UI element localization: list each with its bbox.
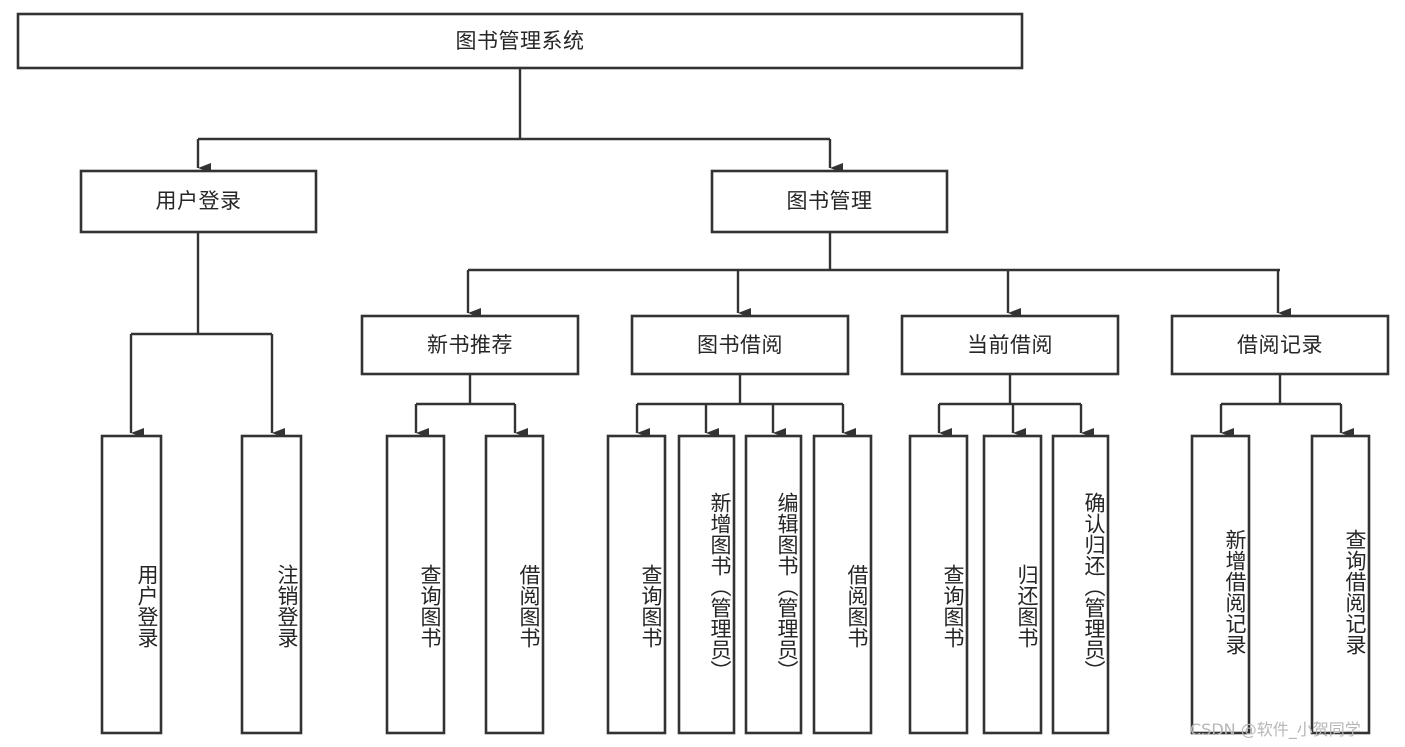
node-box-leaf-add-borrow-record[interactable] bbox=[1190, 434, 1251, 735]
connector-layer bbox=[129, 68, 1354, 438]
node-box-leaf-query-book-3[interactable] bbox=[908, 434, 969, 735]
node-box-book-borrow[interactable] bbox=[630, 314, 850, 376]
node-box-borrow-records[interactable] bbox=[1170, 314, 1390, 376]
node-box-user-login[interactable] bbox=[79, 169, 318, 234]
node-box-layer bbox=[16, 12, 1390, 735]
node-box-leaf-query-book-1[interactable] bbox=[385, 434, 446, 735]
node-box-leaf-query-book-2[interactable] bbox=[606, 434, 667, 735]
node-box-book-management[interactable] bbox=[710, 169, 949, 234]
node-box-leaf-logout-login[interactable] bbox=[240, 434, 303, 735]
node-box-leaf-add-book-admin[interactable] bbox=[677, 434, 736, 735]
node-box-leaf-return-book[interactable] bbox=[982, 434, 1043, 735]
node-box-leaf-borrow-book-1[interactable] bbox=[484, 434, 545, 735]
node-box-current-borrow[interactable] bbox=[900, 314, 1120, 376]
node-box-leaf-user-login[interactable] bbox=[100, 434, 163, 735]
csdn-watermark: CSDN @软件_小贺同学 bbox=[1190, 720, 1361, 739]
node-box-new-book-recommend[interactable] bbox=[360, 314, 580, 376]
node-box-leaf-confirm-return-admin[interactable] bbox=[1051, 434, 1110, 735]
node-box-root[interactable] bbox=[16, 12, 1024, 70]
node-box-leaf-borrow-book-2[interactable] bbox=[812, 434, 873, 735]
node-box-leaf-query-borrow-record[interactable] bbox=[1310, 434, 1371, 735]
node-box-leaf-edit-book-admin[interactable] bbox=[744, 434, 803, 735]
